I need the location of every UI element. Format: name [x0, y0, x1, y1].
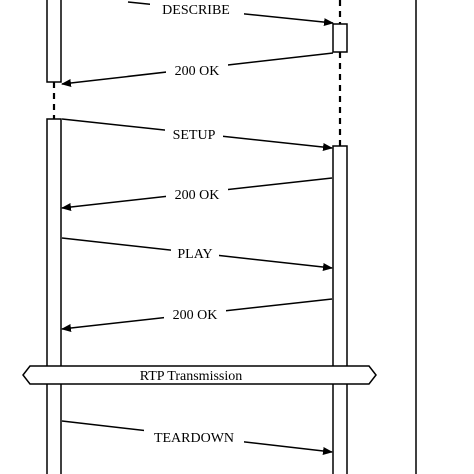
- rtp-transmission-shape: [22, 365, 377, 385]
- server-activation-main: [332, 145, 348, 474]
- ok-1-label-bg: [166, 61, 228, 79]
- message-describe: DESCRIBE: [127, 0, 334, 27]
- play-label: PLAY: [177, 247, 212, 262]
- message-setup: SETUP: [61, 118, 333, 152]
- rtp-transmission-band: RTP Transmission: [22, 365, 377, 385]
- message-ok-1: 200 OK: [61, 52, 334, 87]
- ok-3-label: 200 OK: [173, 308, 218, 323]
- message-play: PLAY: [61, 237, 333, 271]
- teardown-label-bg: [144, 428, 244, 446]
- play-label-bg: [171, 244, 219, 262]
- client-activation-top: [46, 0, 62, 83]
- ok-3-label-bg: [164, 305, 226, 323]
- describe-label: DESCRIBE: [162, 3, 230, 18]
- message-ok-2: 200 OK: [61, 177, 333, 211]
- server-lifeline: [332, 0, 348, 474]
- rtp-transmission-label: RTP Transmission: [140, 369, 243, 384]
- describe-label-bg: [150, 0, 244, 18]
- message-ok-3: 200 OK: [61, 298, 333, 332]
- setup-label-bg: [165, 125, 223, 143]
- client-lifeline: [46, 0, 62, 474]
- client-activation-main: [46, 118, 62, 474]
- message-teardown: TEARDOWN: [61, 420, 333, 455]
- server-activation-describe: [332, 23, 348, 53]
- setup-label: SETUP: [173, 128, 216, 143]
- ok-1-label: 200 OK: [175, 64, 220, 79]
- ok-2-label: 200 OK: [175, 188, 220, 203]
- ok-2-label-bg: [166, 185, 228, 203]
- teardown-label: TEARDOWN: [154, 431, 234, 446]
